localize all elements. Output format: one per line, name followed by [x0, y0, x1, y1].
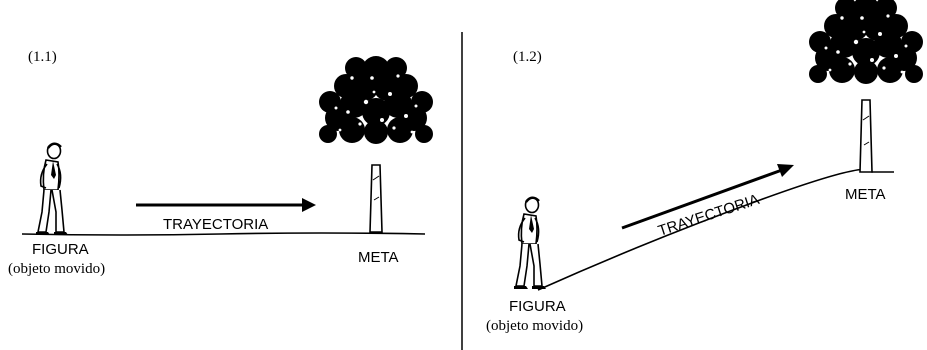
panel-1-figure-label: FIGURA	[32, 241, 89, 258]
panel-2-goal-label: META	[845, 186, 886, 203]
panel-1-figure-sublabel: (objeto movido)	[8, 261, 105, 277]
panel-2-person-figure-icon	[512, 196, 548, 291]
panel-2-arrow-right-icon	[621, 164, 794, 230]
panel-1-number: (1.1)	[28, 49, 57, 65]
panel-2-path-label: TRAYECTORIA	[656, 191, 761, 240]
panel-1-goal-label: META	[358, 249, 399, 266]
panel-1-tree-icon	[319, 56, 433, 233]
panel-2-figure-sublabel: (objeto movido)	[486, 318, 583, 334]
panel-2-ground-line	[537, 168, 894, 291]
panel-1-path-label: TRAYECTORIA	[163, 216, 268, 233]
panel-2-number: (1.2)	[513, 49, 542, 65]
panel-1-arrow-right-icon	[136, 198, 316, 212]
panel-1: (1.1) TRAYECTORIA FIGURA (objeto movido)…	[8, 49, 433, 277]
panel-2-tree-icon	[809, 0, 923, 173]
panel-2: (1.2) TRAYECTORIA FIGURA (objeto movido)…	[486, 0, 923, 334]
panel-1-ground-line	[21, 232, 426, 236]
panel-2-figure-label: FIGURA	[509, 298, 566, 315]
panel-1-person-figure-icon	[34, 142, 70, 237]
